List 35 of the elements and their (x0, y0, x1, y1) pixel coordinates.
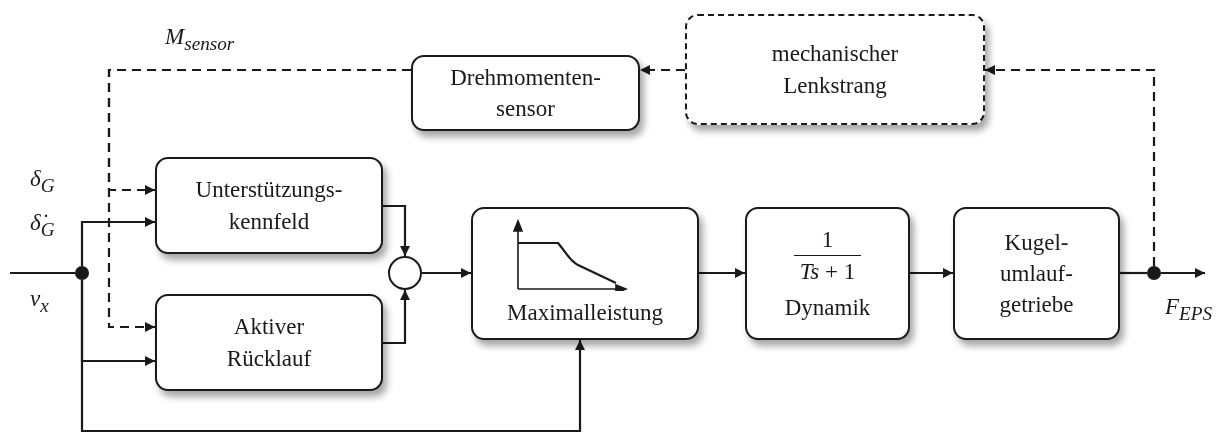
junction-dot (75, 266, 89, 280)
block-label: Unterstützungs- kennfeld (194, 176, 344, 236)
transfer-function: 1 Ts + 1 (793, 224, 862, 288)
arrow (383, 204, 410, 256)
signal-label: F$_{EPS}$ (1165, 294, 1213, 325)
arrow (80, 217, 155, 266)
process-box (411, 55, 640, 131)
signal-label: M$_{sensor}$ (165, 24, 235, 55)
arrow (1161, 268, 1205, 278)
arrow (985, 65, 1156, 266)
block-label: Drehmomenten- sensor (449, 63, 602, 123)
arrow (383, 290, 410, 345)
signal-label: δ$_{G}$ (30, 166, 55, 197)
block-label: Dynamik (783, 293, 872, 322)
junction-dot (1147, 266, 1161, 280)
process-box (685, 14, 985, 125)
signal-label: v$_{x}$ (30, 286, 49, 317)
block-label: mechanischer Lenkstrang (770, 40, 900, 100)
summing-junction (388, 256, 422, 290)
arrow (422, 268, 471, 278)
arrow (640, 65, 685, 75)
block-label: Maximalleistung (506, 298, 664, 327)
block-label: Kugel- umlauf- getriebe (998, 228, 1075, 319)
signal-label: δ̇$_{G}$ (30, 210, 55, 241)
signal-line (1120, 271, 1147, 275)
process-box (155, 294, 383, 391)
arrow (699, 268, 745, 278)
arrow (910, 268, 953, 278)
block-label: Aktiver Rücklauf (225, 313, 313, 373)
signal-line (10, 271, 75, 275)
process-box (155, 157, 383, 254)
process-box (953, 207, 1120, 340)
process-box (471, 207, 699, 340)
arrow (80, 280, 585, 433)
process-box (745, 207, 910, 340)
